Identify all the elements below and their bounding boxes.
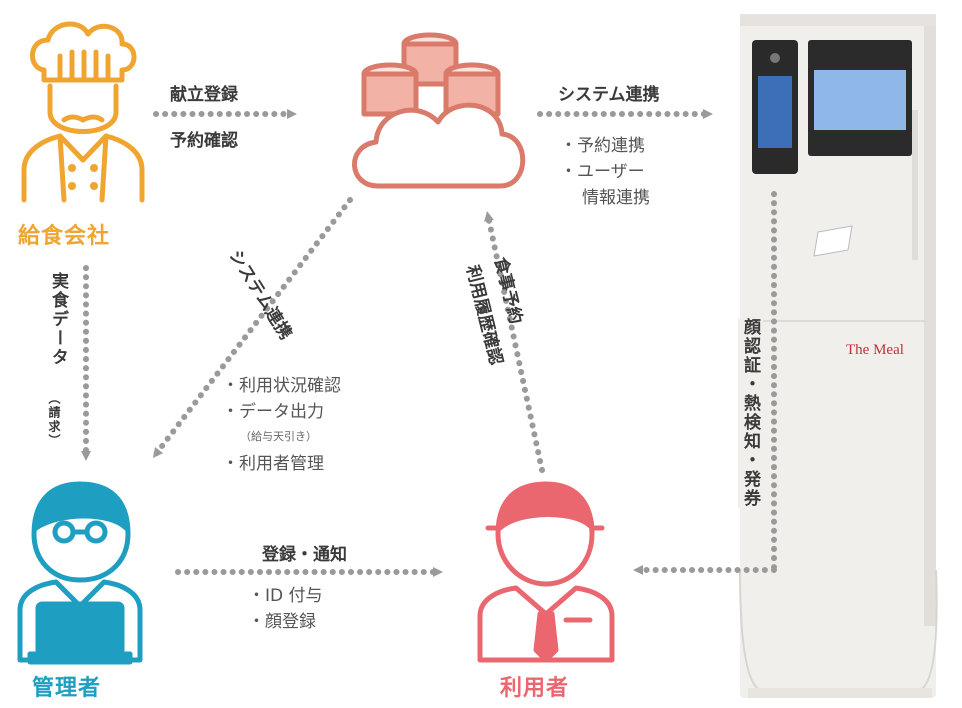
admin-link-item-2: ・データ出力	[222, 402, 324, 422]
admin-link-item-3: ・利用者管理	[222, 454, 324, 474]
admin-icon	[17, 481, 143, 665]
chef-buttons	[68, 164, 98, 190]
flow-label-menu-registration: 献立登録	[170, 85, 238, 105]
kiosk-link-item-1: ・予約連携	[560, 136, 645, 156]
flow-label-actual-meal-data: 実食データ	[48, 272, 68, 367]
register-item-id: ・ID 付与	[248, 586, 323, 606]
admin-link-item-2-note: （給与天引き）	[240, 430, 317, 443]
admin-label: 管理者	[32, 676, 102, 701]
user-label: 利用者	[500, 676, 570, 701]
chef-icon	[21, 21, 145, 203]
flow-label-reservation-check: 予約確認	[170, 131, 238, 151]
catering-company-label: 給食会社	[18, 224, 111, 249]
admin-link-item-1: ・利用状況確認	[222, 376, 341, 396]
arrow-user-to-cloud	[484, 211, 545, 473]
flow-label-register-notify: 登録・通知	[262, 545, 347, 565]
kiosk-link-item-2: ・ユーザー	[560, 162, 645, 182]
arrow-cloud-to-admin	[152, 197, 353, 458]
flow-arrows	[81, 109, 777, 577]
flow-label-face-auth-heat-ticket: 顔認証・熱検知・発券	[738, 318, 763, 508]
flow-label-billing-note: （請求）	[47, 392, 61, 448]
user-icon	[477, 481, 615, 663]
kiosk-brand: The Meal	[846, 342, 904, 358]
cloud-server-icon	[352, 32, 526, 189]
kiosk-link-item-3: 情報連携	[582, 188, 650, 208]
register-item-face: ・顔登録	[248, 612, 316, 632]
flow-label-system-link-kiosk: システム連携	[558, 85, 660, 105]
kiosk-machine	[739, 14, 938, 698]
